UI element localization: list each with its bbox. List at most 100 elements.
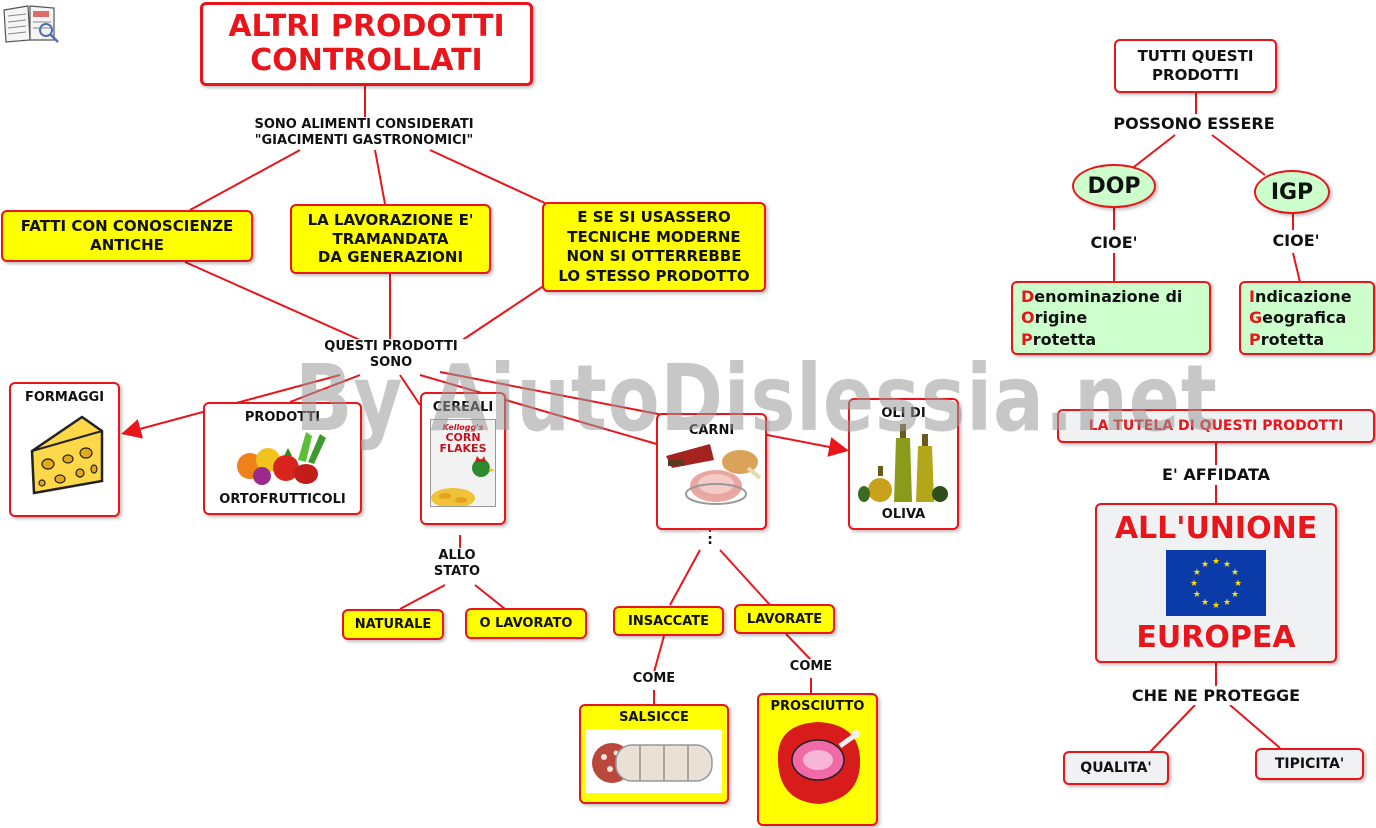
eu-star-icon: ★: [1234, 579, 1242, 589]
meat-icon: [665, 444, 761, 505]
feature-tecniche-line-1: E SE SI USASSERO: [577, 208, 731, 226]
eu-star-icon: ★: [1223, 560, 1231, 570]
feature-tecniche-line-4: LO STESSO PRODOTTO: [558, 266, 750, 285]
label-come-1: COME: [624, 671, 684, 687]
product-oli: OLI DI OLIVA: [848, 398, 959, 530]
product-carni: CARNI: [656, 413, 767, 530]
feature-tramandata-line-3: DA GENERAZIONI: [317, 248, 464, 267]
eu-star-icon: ★: [1231, 568, 1239, 578]
label-questi-prodotti: QUESTI PRODOTTI SONO: [312, 339, 470, 371]
carni-colon: :: [702, 532, 718, 549]
eu-star-icon: ★: [1190, 579, 1198, 589]
dop-label: DOP: [1087, 173, 1141, 199]
title-box: ALTRI PRODOTTI CONTROLLATI: [200, 2, 533, 86]
corn-text: CORN: [445, 431, 481, 444]
tutti-line-1: TUTTI QUESTI: [1137, 47, 1254, 66]
feature-tramandata-line-1: LA LAVORAZIONE E': [307, 210, 474, 229]
igp-label: IGP: [1270, 179, 1314, 205]
box-qualita: QUALITA': [1063, 751, 1169, 785]
igp-line-1: Indicazione: [1249, 286, 1352, 308]
tutela-label: LA TUTELA DI QUESTI PRODOTTI: [1088, 418, 1344, 434]
dop-line-3: Protetta: [1021, 329, 1096, 351]
option-lavorato: O LAVORATO: [465, 608, 587, 639]
dop-initial-p: P: [1021, 329, 1033, 349]
feature-tramandata-line-2: TRAMANDATA: [332, 229, 449, 248]
oli-label-top: OLI DI: [881, 406, 926, 421]
eu-star-icon: ★: [1193, 590, 1201, 600]
label-affidata: E' AFFIDATA: [1140, 465, 1292, 485]
salsicce-image-panel: [586, 729, 722, 793]
eu-star-icon: ★: [1193, 568, 1201, 578]
dop-initial-d: D: [1021, 286, 1035, 306]
flakes-text: FLAKES: [439, 442, 487, 455]
label-allo-stato: ALLO STATO: [425, 548, 489, 580]
product-ortofrutticoli: PRODOTTI ORTOFRUTTICOLI: [203, 402, 362, 515]
example-salsicce: SALSICCE: [579, 704, 729, 804]
product-formaggi: FORMAGGI: [9, 382, 120, 517]
type-insaccate: INSACCATE: [613, 606, 724, 636]
allo-stato-line-1: ALLO: [438, 548, 476, 563]
label-come-2: COME: [781, 659, 841, 675]
oval-igp: IGP: [1254, 170, 1330, 214]
vegetables-icon: [236, 431, 326, 485]
cereali-label: CEREALI: [432, 400, 494, 415]
lavorato-label: O LAVORATO: [479, 616, 573, 631]
igp-line-3: Protetta: [1249, 329, 1324, 351]
label-cioe-igp: CIOE': [1260, 231, 1332, 251]
ham-icon: [777, 722, 860, 804]
feature-tecniche-line-3: NON SI OTTERREBBE: [566, 247, 742, 265]
dop-word-1: enominazione di: [1034, 286, 1183, 306]
feature-antiche-line-2: ANTICHE: [90, 236, 164, 254]
title-line-2: CONTROLLATI: [250, 43, 483, 78]
igp-initial-p: P: [1249, 329, 1261, 349]
box-unione-europea: ALL'UNIONE ★★★★★★★★★★★★ EUROPEA: [1095, 503, 1337, 663]
igp-word-1: ndicazione: [1254, 286, 1352, 306]
eu-star-icon: ★: [1231, 590, 1239, 600]
book-icon: [2, 2, 60, 44]
igp-word-3: rotetta: [1260, 329, 1325, 349]
product-cereali: CEREALI Kellogg's CORN FLAKES: [420, 392, 506, 525]
eu-star-icon: ★: [1212, 601, 1220, 611]
label-questi-line-1: QUESTI PRODOTTI: [324, 339, 458, 354]
type-lavorate: LAVORATE: [734, 604, 835, 634]
qualita-label: QUALITA': [1080, 760, 1152, 776]
corn-flakes-box: Kellogg's CORN FLAKES: [430, 419, 496, 507]
dop-line-1: Denominazione di: [1021, 286, 1182, 308]
unione-line-1: ALL'UNIONE: [1114, 511, 1318, 546]
label-questi-line-2: SONO: [369, 354, 413, 370]
igp-initial-i: I: [1249, 286, 1255, 306]
option-naturale: NATURALE: [342, 609, 444, 640]
tipicita-label: TIPICITA': [1274, 756, 1345, 772]
eu-star-icon: ★: [1201, 560, 1209, 570]
feature-tecniche: E SE SI USASSERO TECNICHE MODERNE NON SI…: [542, 202, 766, 292]
box-tutela: LA TUTELA DI QUESTI PRODOTTI: [1057, 409, 1375, 443]
box-tutti-prodotti: TUTTI QUESTI PRODOTTI: [1114, 39, 1277, 93]
olive-oil-bottles-icon: [857, 424, 948, 502]
unione-line-2: EUROPEA: [1136, 620, 1296, 655]
label-giacimenti: SONO ALIMENTI CONSIDERATI "GIACIMENTI GA…: [228, 117, 500, 149]
feature-tecniche-line-2: TECNICHE MODERNE: [567, 227, 741, 246]
ortofrutticoli-label-bottom: ORTOFRUTTICOLI: [219, 492, 346, 507]
eu-star-icon: ★: [1201, 598, 1209, 608]
box-tipicita: TIPICITA': [1255, 748, 1364, 780]
label-giacimenti-line-2: "GIACIMENTI GASTRONOMICI": [254, 132, 474, 148]
oli-label-bottom: OLIVA: [881, 507, 926, 522]
prosciutto-label: PROSCIUTTO: [770, 699, 865, 714]
igp-line-2: Geografica: [1249, 307, 1346, 329]
dop-word-2: rigine: [1034, 308, 1088, 328]
rooster-icon: [431, 456, 495, 506]
title-line-1: ALTRI PRODOTTI: [228, 8, 505, 44]
formaggi-label: FORMAGGI: [24, 390, 105, 405]
dop-line-2: Origine: [1021, 307, 1087, 329]
box-dop-definition: Denominazione di Origine Protetta: [1011, 281, 1211, 355]
insaccate-label: INSACCATE: [627, 613, 710, 629]
eu-star-icon: ★: [1223, 598, 1231, 608]
dop-initial-o: O: [1021, 308, 1035, 328]
eu-flag-icon: ★★★★★★★★★★★★: [1166, 550, 1266, 616]
sausage-icon: [592, 743, 713, 783]
feature-antiche-line-1: FATTI CON CONOSCIENZE: [20, 217, 234, 236]
dop-word-3: rotetta: [1032, 329, 1097, 349]
salsicce-label: SALSICCE: [619, 710, 689, 725]
feature-antiche: FATTI CON CONOSCIENZE ANTICHE: [1, 210, 253, 262]
